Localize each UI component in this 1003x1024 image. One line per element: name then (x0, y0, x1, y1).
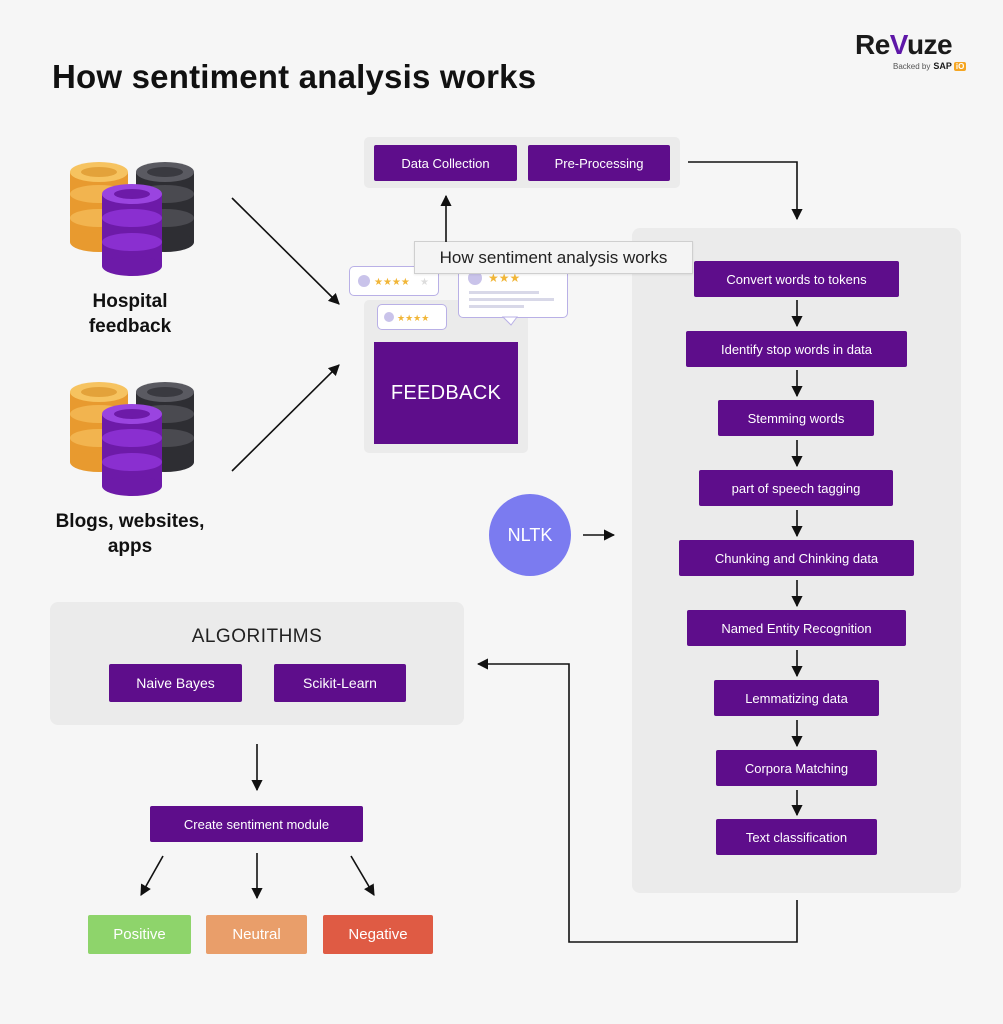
feedback-box: FEEDBACK (374, 342, 518, 444)
svg-text:★: ★ (420, 277, 429, 288)
review-card: ★★★★ (377, 304, 447, 330)
source-hospital-feedback: Hospital feedback (88, 291, 172, 337)
algorithm-scikit-learn: Scikit-Learn (274, 664, 406, 702)
nltk-node: NLTK (489, 494, 571, 576)
step-corpora-matching: Corpora Matching (716, 750, 877, 786)
create-sentiment-module: Create sentiment module (150, 806, 363, 842)
step-convert-words-to-tokens: Convert words to tokens (694, 261, 899, 297)
comment-icon: ★★★ (468, 271, 554, 326)
step-text-classification: Text classification (716, 819, 877, 855)
svg-text:★★★★: ★★★★ (397, 314, 429, 324)
algorithms-panel (50, 602, 464, 725)
result-negative: Negative (323, 915, 433, 954)
svg-text:★★★★: ★★★★ (374, 277, 410, 288)
step-chunking-and-chinking: Chunking and Chinking data (679, 540, 914, 576)
step-stemming-words: Stemming words (718, 400, 874, 436)
step-lemmatizing-data: Lemmatizing data (714, 680, 879, 716)
step-part-of-speech-tagging: part of speech tagging (699, 470, 893, 506)
result-positive: Positive (88, 915, 191, 954)
svg-text:★★★: ★★★ (488, 271, 520, 285)
algorithm-naive-bayes: Naive Bayes (109, 664, 242, 702)
source-blogs-websites-apps: Blogs, websites, apps (55, 511, 205, 557)
step-data-collection: Data Collection (374, 145, 517, 181)
step-identify-stop-words: Identify stop words in data (686, 331, 907, 367)
step-pre-processing: Pre-Processing (528, 145, 670, 181)
title-tooltip: How sentiment analysis works (414, 241, 693, 274)
algorithms-title: ALGORITHMS (191, 626, 323, 647)
database-icon (70, 382, 194, 496)
star-rating-icon: ★★★★ (384, 312, 429, 324)
result-neutral: Neutral (206, 915, 307, 954)
star-rating-icon: ★★★★ ★ (358, 275, 429, 288)
step-named-entity-recognition: Named Entity Recognition (687, 610, 906, 646)
page-title: How sentiment analysis works (52, 58, 537, 95)
database-icon (70, 162, 194, 276)
